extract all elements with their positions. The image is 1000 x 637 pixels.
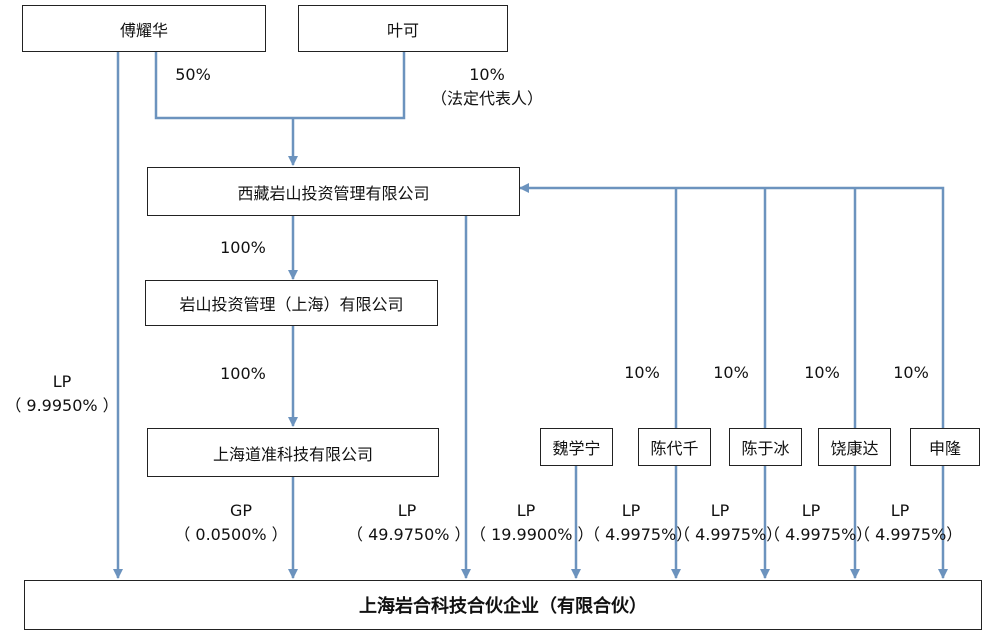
- entity-fu: 傅耀华: [22, 5, 266, 52]
- label-xizang-role: LP: [397, 501, 417, 520]
- label-xizang-pct: （ 49.9750% ）: [347, 525, 471, 544]
- label-fu-role: LP: [52, 372, 72, 391]
- entity-wei: 魏学宁: [540, 428, 613, 466]
- entity-shen: 申隆: [910, 428, 980, 466]
- label-rao-to-xizang: 10%: [804, 363, 840, 382]
- entity-xizang: 西藏岩山投资管理有限公司: [147, 167, 520, 216]
- entity-daozhun: 上海道准科技有限公司: [147, 428, 439, 477]
- entity-chen-yubing: 陈于冰: [729, 428, 802, 466]
- label-fu-pct: （ 9.9950% ）: [5, 396, 119, 415]
- entity-chen-daiqian: 陈代千: [638, 428, 711, 466]
- entity-rao: 饶康达: [818, 428, 891, 466]
- label-rao-role: LP: [801, 501, 821, 520]
- edge-persons-to-xizang: [519, 183, 945, 428]
- label-chen-daiqian-role: LP: [621, 501, 641, 520]
- label-chen-daiqian-to-xizang: 10%: [624, 363, 660, 382]
- label-fu-to-xizang: 50%: [175, 65, 211, 84]
- entity-target: 上海岩合科技合伙企业（有限合伙）: [24, 580, 982, 630]
- edge-fu-ye-merge: [154, 52, 406, 120]
- label-wei-pct: （ 19.9900% ）: [470, 525, 594, 544]
- entity-ye: 叶可: [298, 5, 508, 52]
- entity-yanshan-sh: 岩山投资管理（上海）有限公司: [145, 280, 438, 326]
- label-shen-to-xizang: 10%: [893, 363, 929, 382]
- label-shen-role: LP: [890, 501, 910, 520]
- label-chen-daiqian-pct: （ 4.9975%）: [584, 525, 693, 544]
- label-chen-yubing-to-xizang: 10%: [713, 363, 749, 382]
- label-chen-yubing-pct: （ 4.9975%）: [674, 525, 783, 544]
- label-daozhun-pct: （ 0.0500% ）: [174, 525, 288, 544]
- label-shen-pct: （ 4.9975%）: [854, 525, 963, 544]
- label-ye-role: （法定代表人）: [430, 89, 543, 108]
- label-daozhun-role: GP: [229, 501, 253, 520]
- label-wei-role: LP: [516, 501, 536, 520]
- label-ye-pct: 10%: [469, 65, 505, 84]
- label-chen-yubing-role: LP: [710, 501, 730, 520]
- label-yanshan-to-daozhun: 100%: [220, 364, 266, 383]
- label-rao-pct: （ 4.9975%）: [764, 525, 873, 544]
- label-xizang-to-yanshan: 100%: [220, 238, 266, 257]
